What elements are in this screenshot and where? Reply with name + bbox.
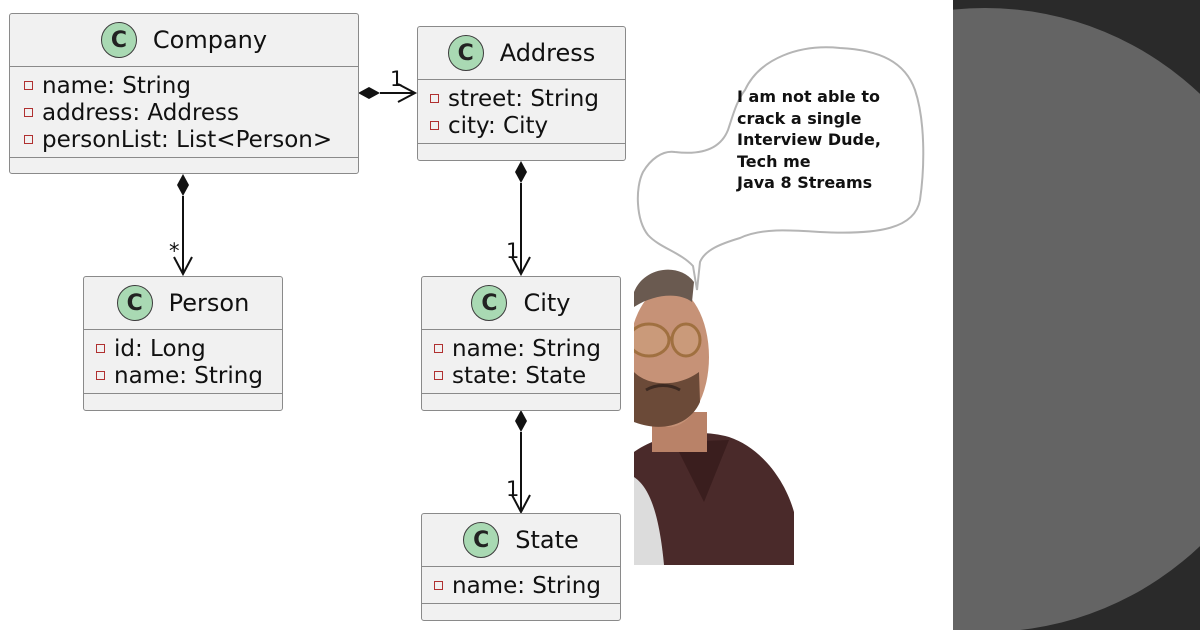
- composition-diamond: [515, 161, 527, 183]
- private-visibility-icon: [434, 581, 443, 590]
- attribute-text: city: City: [448, 112, 549, 139]
- undershirt: [634, 477, 664, 565]
- multiplicity-label: *: [169, 239, 180, 263]
- speech-bubble-text: I am not able to crack a single Intervie…: [737, 86, 917, 194]
- class-person: C Person id: Long name: String: [83, 276, 283, 411]
- class-state: C State name: String: [421, 513, 621, 621]
- private-visibility-icon: [24, 108, 33, 117]
- class-name: Company: [152, 26, 268, 54]
- private-visibility-icon: [96, 371, 105, 380]
- attribute-compartment: street: String city: City: [418, 80, 625, 144]
- class-header: C Company: [10, 14, 358, 67]
- attribute-text: personList: List<Person>: [42, 126, 333, 153]
- class-badge: C: [471, 285, 508, 321]
- arrow-head: [511, 256, 531, 277]
- class-name: State: [515, 526, 579, 554]
- class-badge: C: [463, 522, 500, 558]
- collar: [674, 440, 729, 502]
- attribute-text: name: String: [42, 72, 191, 99]
- class-header: C City: [422, 277, 620, 330]
- attribute-text: street: String: [448, 85, 599, 112]
- private-visibility-icon: [434, 344, 443, 353]
- class-badge: C: [447, 35, 484, 71]
- attribute-compartment: id: Long name: String: [84, 330, 282, 394]
- speech-line: Interview Dude,: [737, 130, 881, 149]
- private-visibility-icon: [96, 344, 105, 353]
- relationship-edges: 1 * 1 1: [169, 67, 531, 515]
- hair: [634, 269, 694, 307]
- class-badge: C: [116, 285, 153, 321]
- composition-diamond: [358, 87, 380, 99]
- composition-diamond: [177, 174, 189, 196]
- attribute-text: address: Address: [42, 99, 240, 126]
- attribute: name: String: [434, 572, 620, 599]
- diagram-canvas: 1 * 1 1: [9, 13, 925, 621]
- beard: [634, 372, 700, 427]
- speech-bubble: [636, 46, 925, 291]
- attribute-text: state: State: [452, 362, 587, 389]
- speech-line: crack a single: [737, 108, 862, 128]
- attribute-text: name: String: [452, 335, 601, 362]
- class-header: C Address: [418, 27, 625, 80]
- attribute: state: State: [434, 362, 620, 389]
- edge-city-state: 1: [506, 410, 531, 515]
- shirt: [634, 432, 794, 565]
- composition-diamond: [515, 410, 527, 432]
- private-visibility-icon: [434, 371, 443, 380]
- speech-line: I am not able to: [737, 87, 880, 106]
- attribute: name: String: [96, 362, 282, 389]
- attribute: name: String: [434, 335, 620, 362]
- speech-line: Java 8 Streams: [737, 173, 873, 192]
- arrow-head: [173, 256, 193, 277]
- arrow-head: [397, 83, 418, 103]
- private-visibility-icon: [24, 135, 33, 144]
- class-header: C Person: [84, 277, 282, 330]
- multiplicity-label: 1: [506, 239, 519, 263]
- attribute-text: id: Long: [114, 335, 206, 362]
- class-city: C City name: String state: State: [421, 276, 621, 411]
- class-company: C Company name: String address: Address …: [9, 13, 359, 174]
- private-visibility-icon: [24, 81, 33, 90]
- attribute: name: String: [24, 72, 358, 99]
- attribute-text: name: String: [452, 572, 601, 599]
- attribute-compartment: name: String address: Address personList…: [10, 67, 358, 158]
- arrow-head: [511, 494, 531, 515]
- speech-bubble-outline: [636, 46, 925, 291]
- private-visibility-icon: [430, 94, 439, 103]
- multiplicity-label: 1: [390, 67, 403, 91]
- glasses-icon: [634, 322, 702, 358]
- private-visibility-icon: [430, 121, 439, 130]
- class-address: C Address street: String city: City: [417, 26, 626, 161]
- class-badge: C: [100, 22, 137, 58]
- class-name: Address: [499, 39, 596, 67]
- attribute: address: Address: [24, 99, 358, 126]
- class-name: City: [523, 289, 571, 317]
- attribute: city: City: [430, 112, 625, 139]
- edge-company-address: 1: [358, 67, 418, 103]
- attribute: id: Long: [96, 335, 282, 362]
- edge-address-city: 1: [506, 161, 531, 277]
- mouth: [645, 384, 681, 392]
- attribute-compartment: name: String state: State: [422, 330, 620, 394]
- meme-person-image: [634, 269, 794, 565]
- attribute: personList: List<Person>: [24, 126, 358, 153]
- multiplicity-label: 1: [506, 477, 519, 501]
- speech-line: Tech me: [737, 151, 811, 171]
- attribute-compartment: name: String: [422, 567, 620, 604]
- edge-company-person: *: [169, 174, 193, 277]
- class-name: Person: [168, 289, 250, 317]
- attribute-text: name: String: [114, 362, 263, 389]
- attribute: street: String: [430, 85, 625, 112]
- class-header: C State: [422, 514, 620, 567]
